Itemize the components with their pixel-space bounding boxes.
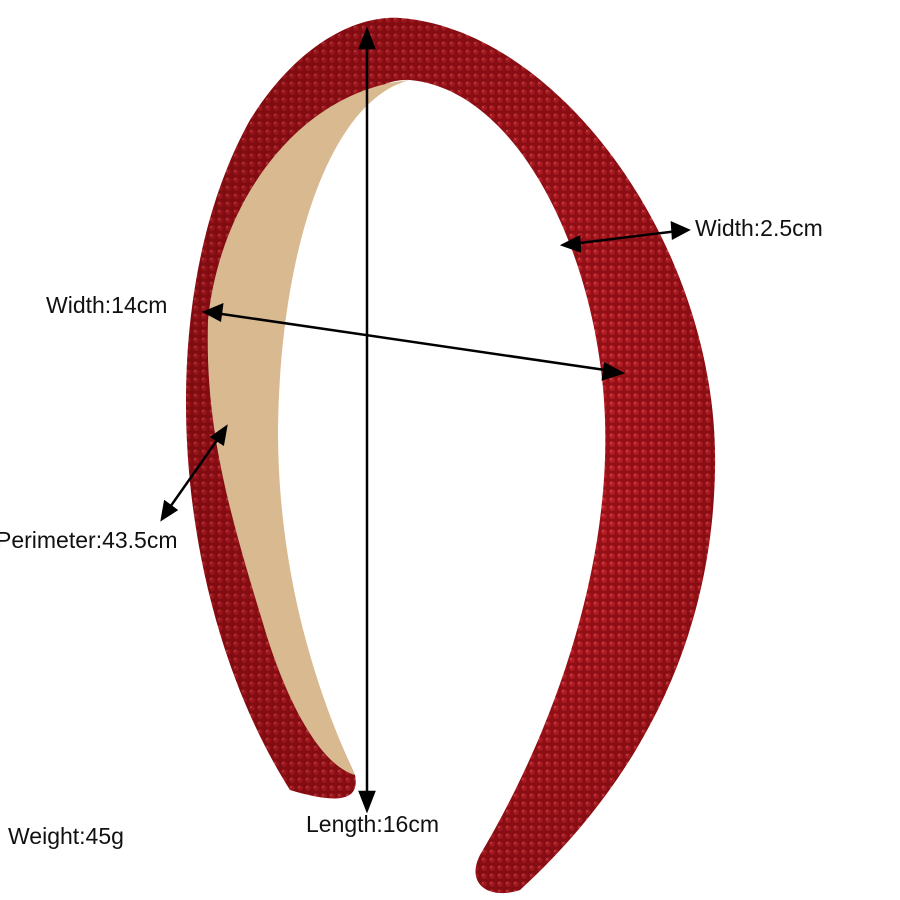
measurement-arrows: [160, 26, 691, 814]
weight-label: Weight:45g: [8, 823, 124, 849]
headband-lining: [207, 80, 410, 775]
width-band-label: Width:2.5cm: [695, 215, 823, 241]
perimeter-arrow: [166, 435, 222, 511]
width-inner-arrow: [214, 311, 613, 373]
length-label: Length:16cm: [306, 811, 439, 837]
headband-shading: [185, 17, 716, 894]
width-band-arrow: [571, 229, 679, 246]
perimeter-label: Perimeter:43.5cm: [0, 527, 178, 553]
width-inner-label: Width:14cm: [46, 292, 168, 318]
